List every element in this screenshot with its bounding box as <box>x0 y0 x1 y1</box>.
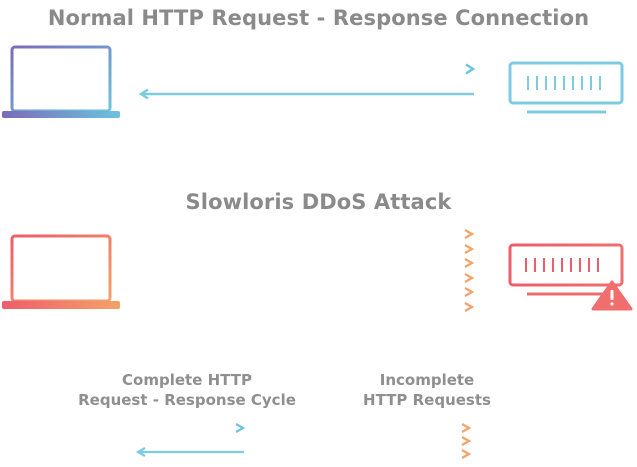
attacked-server-icon <box>508 243 624 296</box>
attacker-laptop-icon <box>2 234 120 309</box>
incomplete-request-arrow <box>140 287 475 297</box>
laptop-icon <box>2 45 120 118</box>
request-arrow <box>140 63 476 75</box>
server-icon <box>508 61 624 114</box>
incomplete-request-arrow <box>140 244 475 254</box>
legend-complete-line2: Request - Response Cycle <box>78 391 296 409</box>
legend-incomplete-label: Incomplete HTTP Requests <box>322 370 532 410</box>
legend-incomplete-arrows <box>373 423 472 459</box>
incomplete-request-arrows <box>140 229 475 312</box>
legend-incomplete-line1: Incomplete <box>379 371 475 389</box>
attack-section-title: Slowloris DDoS Attack <box>185 190 452 214</box>
legend-complete-arrows <box>135 423 246 457</box>
normal-section-title: Normal HTTP Request - Response Connectio… <box>47 6 590 30</box>
incomplete-request-arrow <box>140 273 475 283</box>
incomplete-request-arrow <box>140 258 475 268</box>
legend-incomplete-line2: HTTP Requests <box>363 391 491 409</box>
response-arrow <box>138 88 474 100</box>
legend-complete-line1: Complete HTTP <box>122 371 252 389</box>
incomplete-request-arrow <box>140 229 475 239</box>
warning-icon <box>591 280 633 311</box>
legend-complete-label: Complete HTTP Request - Response Cycle <box>62 370 312 410</box>
incomplete-request-arrow <box>140 302 475 312</box>
